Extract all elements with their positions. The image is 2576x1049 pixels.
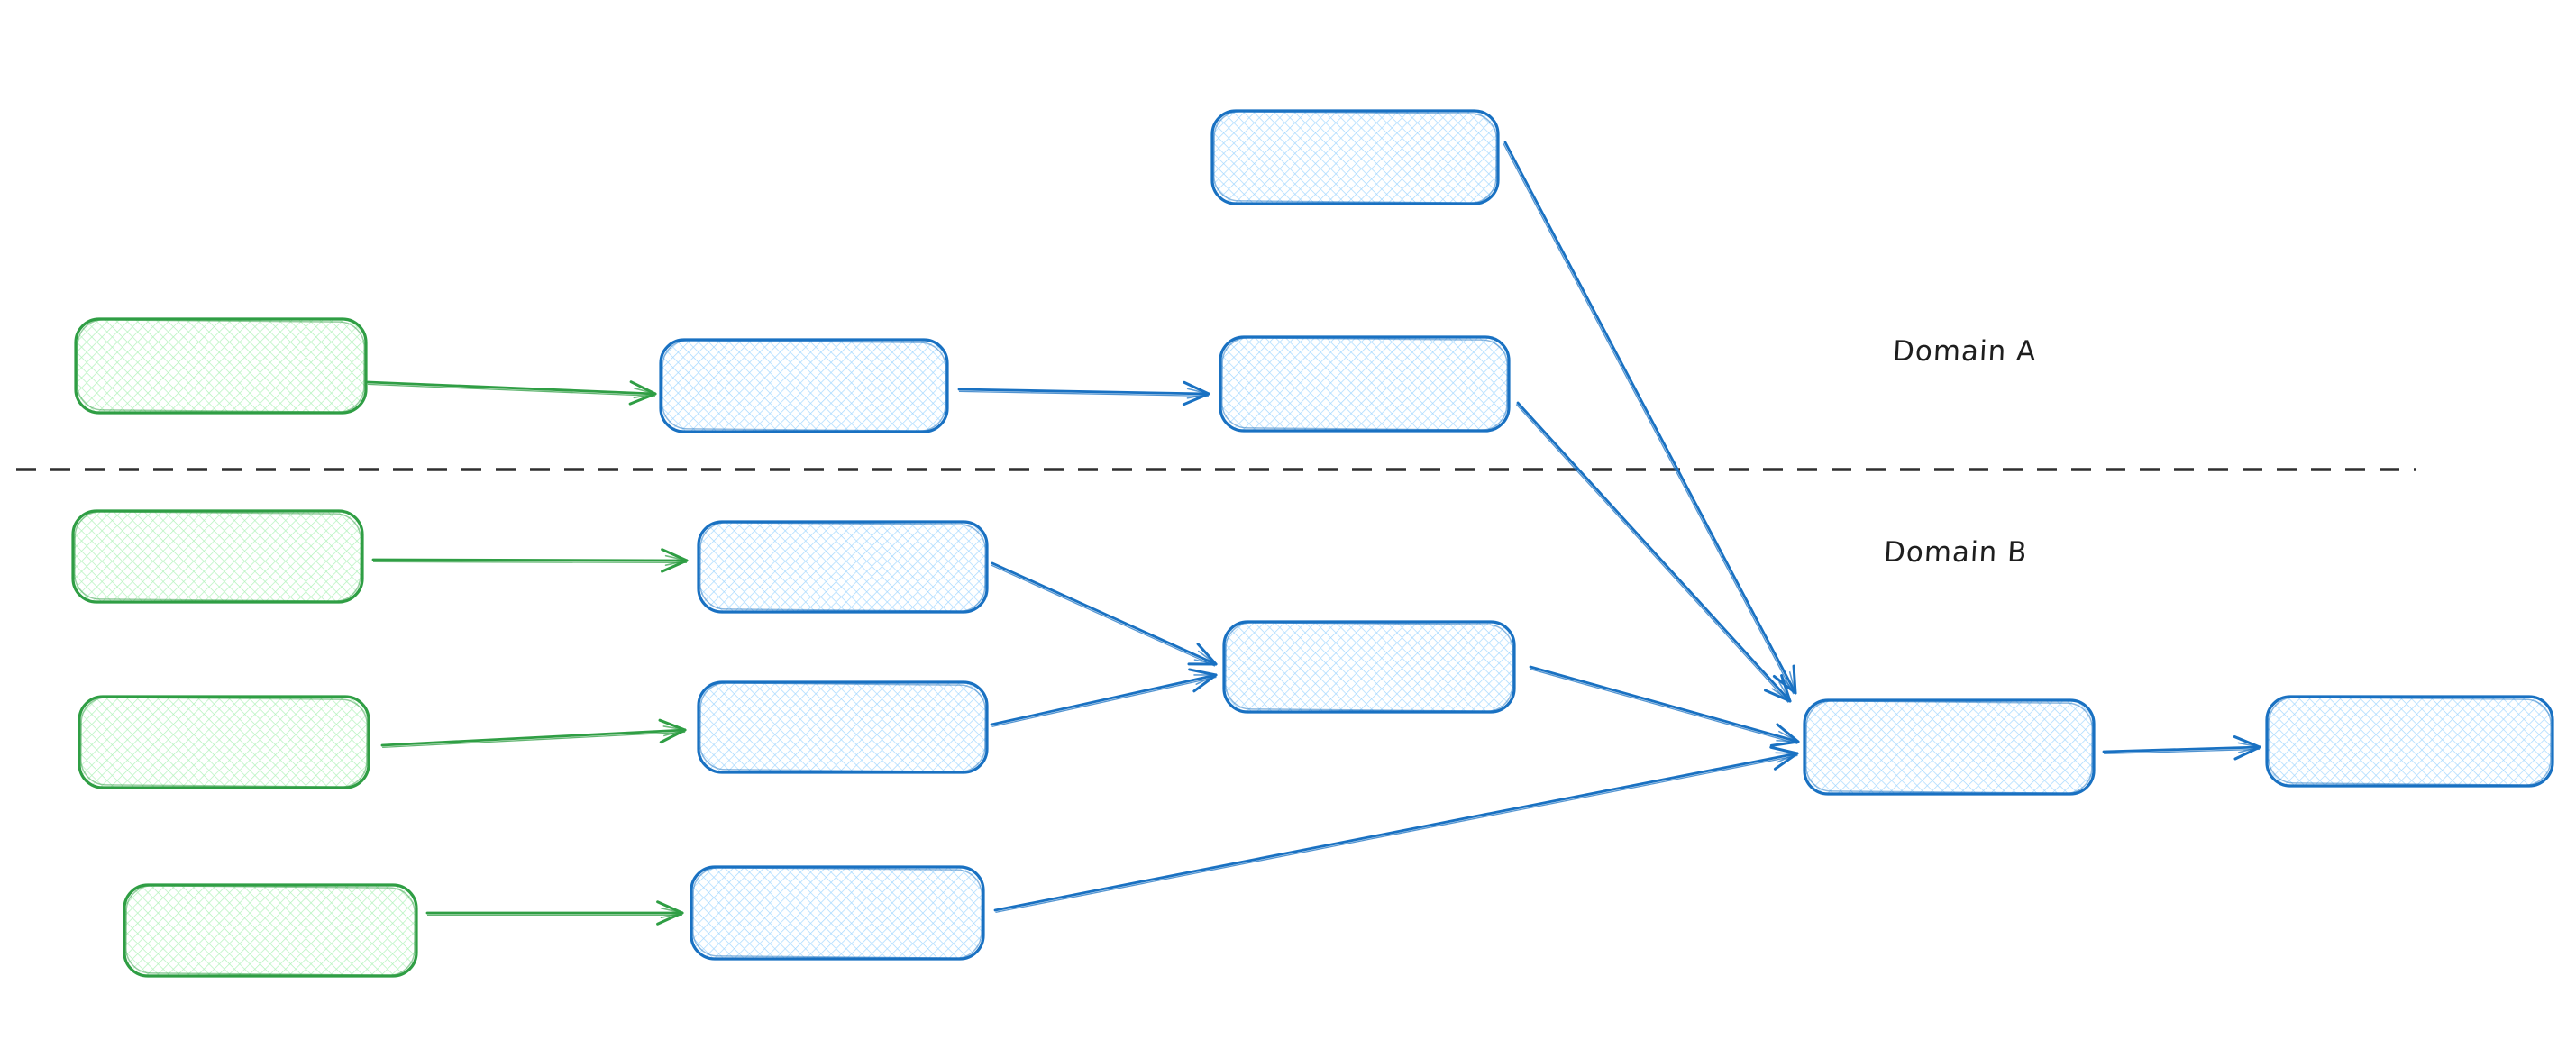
node-domain-a-source[interactable]: [74, 317, 368, 415]
node-domain-b-source-3[interactable]: [123, 883, 418, 978]
edge-domain-b-source-1--domain-b-process-1: [371, 548, 689, 573]
node-domain-b-process-1[interactable]: [697, 520, 989, 614]
domain-b-label: Domain B: [1883, 536, 2029, 569]
edge-domain-b-process-1--domain-b-merge: [991, 561, 1218, 667]
edge-main-merge--output: [2102, 735, 2261, 761]
node-domain-a-top[interactable]: [1210, 109, 1500, 205]
edge-domain-a-process-1--domain-a-process-2: [957, 380, 1210, 406]
node-domain-b-process-3[interactable]: [690, 865, 985, 961]
edge-domain-b-merge--main-merge: [1529, 665, 1800, 747]
edge-domain-b-source-2--domain-b-process-2: [380, 718, 687, 749]
edge-domain-b-source-3--domain-b-process-3: [425, 900, 684, 926]
edge-domain-a-process-2--main-merge: [1515, 401, 1792, 704]
node-domain-a-process-1[interactable]: [659, 338, 949, 433]
edge-domain-a-top--main-merge: [1503, 141, 1797, 695]
domain-a-label: Domain A: [1892, 335, 2038, 368]
node-domain-b-process-2[interactable]: [697, 680, 989, 774]
nodes-layer: [71, 109, 2554, 978]
edge-domain-b-process-3--main-merge: [993, 745, 1799, 913]
edges-layer: [16, 141, 2416, 926]
node-domain-a-process-2[interactable]: [1219, 335, 1511, 433]
node-domain-b-source-2[interactable]: [78, 695, 370, 789]
node-domain-b-source-1[interactable]: [71, 509, 364, 604]
edge-domain-a-source--domain-a-process-1: [366, 380, 657, 406]
node-main-merge[interactable]: [1803, 698, 2096, 796]
node-output[interactable]: [2265, 695, 2554, 788]
edge-domain-b-process-2--domain-b-merge: [990, 668, 1218, 727]
node-domain-b-merge[interactable]: [1222, 620, 1516, 714]
